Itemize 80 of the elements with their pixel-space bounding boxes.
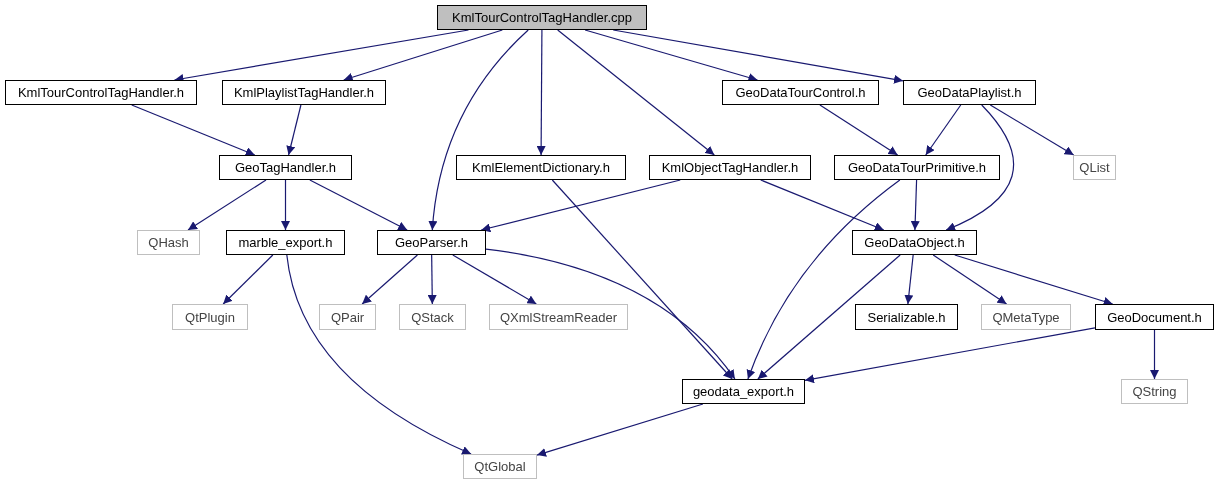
arrow [281, 179, 290, 231]
arrow [131, 104, 256, 156]
arrow [746, 179, 901, 380]
file-name: GeoParser.h [395, 235, 468, 250]
arrow [904, 254, 914, 305]
arrow [757, 254, 901, 380]
file-box [456, 155, 626, 180]
file-name: GeoTagHandler.h [234, 160, 337, 175]
file-name: Serializable.h [867, 309, 946, 325]
arrow [427, 254, 437, 305]
file-name: KmlPlaylistTagHandler.h [233, 85, 375, 100]
arrow [932, 254, 1008, 305]
arrow [309, 179, 408, 231]
arrow [804, 327, 1096, 384]
file-box [5, 80, 197, 105]
file-box [399, 304, 466, 330]
arrow [286, 104, 302, 156]
file-name: QXmlStreamReader [499, 309, 617, 325]
file-name: QStack [411, 309, 454, 325]
arrow [954, 254, 1114, 306]
file-name: GeoDataObject.h [864, 235, 965, 250]
file-box [463, 454, 537, 479]
arrow [989, 104, 1075, 156]
file-name: KmlObjectTagHandler.h [661, 160, 799, 175]
file-box [1095, 304, 1214, 330]
file-name: GeoDataTourPrimitive.h [848, 160, 986, 175]
file-box [834, 155, 1000, 180]
file-name: QList [1079, 160, 1110, 175]
file-name: geodata_export.h [692, 384, 795, 399]
file-name: KmlTourControlTagHandler.cpp [452, 10, 632, 25]
file-name: QMetaType [992, 309, 1060, 325]
file-box [649, 155, 811, 180]
file-name: KmlTourControlTagHandler.h [17, 85, 185, 100]
arrow [452, 254, 537, 305]
arrow [584, 29, 758, 82]
file-name: QtGlobal [474, 459, 526, 474]
file-box [1073, 155, 1116, 180]
arrow [819, 104, 899, 156]
file-box [903, 80, 1036, 105]
file-name: QPair [330, 309, 365, 325]
arrow [1150, 329, 1159, 380]
arrow [343, 29, 503, 82]
arrow [925, 104, 962, 156]
file-box [226, 230, 345, 255]
file-name: QHash [148, 235, 189, 250]
arrow [485, 248, 736, 380]
arrow [480, 179, 681, 233]
file-box [319, 304, 376, 330]
file-name: QtPlugin [185, 309, 235, 325]
file-box [219, 155, 352, 180]
file-box [437, 5, 647, 30]
arrow [222, 254, 274, 305]
file-box [172, 304, 248, 330]
file-name: KmlElementDictionary.h [472, 160, 610, 175]
file-box [377, 230, 486, 255]
file-box [981, 304, 1071, 330]
arrow [557, 29, 715, 156]
file-name: GeoDocument.h [1107, 309, 1202, 325]
arrow [551, 179, 733, 380]
arrow [286, 254, 472, 455]
file-box [222, 80, 386, 105]
file-box [1121, 379, 1188, 404]
arrow [536, 29, 546, 156]
file-box [852, 230, 977, 255]
file-name: QString [1132, 384, 1177, 399]
arrow [361, 254, 418, 305]
arrow [428, 29, 529, 231]
file-box [722, 80, 879, 105]
arrow [910, 179, 920, 231]
arrow [536, 403, 704, 457]
arrow [187, 179, 267, 231]
file-name: marble_export.h [238, 235, 333, 250]
file-box [137, 230, 200, 255]
arrow [760, 179, 885, 231]
file-name: GeoDataTourControl.h [735, 85, 866, 100]
file-box [682, 379, 805, 404]
file-name: GeoDataPlaylist.h [917, 85, 1022, 100]
file-box [489, 304, 628, 330]
arrow [945, 104, 1015, 231]
file-box [855, 304, 958, 330]
